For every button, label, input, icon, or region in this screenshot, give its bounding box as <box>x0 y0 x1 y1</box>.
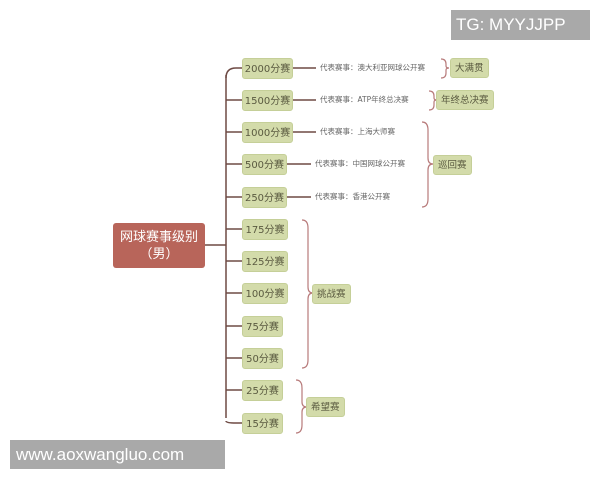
level-node-100[interactable]: 100分赛 <box>242 283 288 304</box>
level-node-500[interactable]: 500分赛 <box>242 154 287 175</box>
level-node-15[interactable]: 15分赛 <box>242 413 283 434</box>
root-node[interactable]: 网球赛事级别 （男） <box>113 223 205 268</box>
desc-1000: 代表赛事：上海大师赛 <box>320 127 395 136</box>
level-node-50[interactable]: 50分赛 <box>242 348 283 369</box>
watermark-top: TG: MYYJJPP <box>451 10 590 40</box>
root-label-line2: （男） <box>139 246 179 262</box>
desc-500: 代表赛事：中国网球公开赛 <box>315 159 405 168</box>
category-grand-slam[interactable]: 大满贯 <box>450 58 489 78</box>
level-node-125[interactable]: 125分赛 <box>242 251 288 272</box>
level-node-2000[interactable]: 2000分赛 <box>242 58 293 79</box>
level-node-1000[interactable]: 1000分赛 <box>242 122 293 143</box>
category-finals[interactable]: 年终总决赛 <box>436 90 494 110</box>
desc-2000: 代表赛事：澳大利亚网球公开赛 <box>320 63 425 72</box>
watermark-bottom: www.aoxwangluo.com <box>10 440 225 469</box>
desc-1500: 代表赛事：ATP年终总决赛 <box>320 95 409 104</box>
level-node-1500[interactable]: 1500分赛 <box>242 90 293 111</box>
level-node-75[interactable]: 75分赛 <box>242 316 283 337</box>
level-node-25[interactable]: 25分赛 <box>242 380 283 401</box>
desc-250: 代表赛事：香港公开赛 <box>315 192 390 201</box>
level-node-250[interactable]: 250分赛 <box>242 187 287 208</box>
root-label-line1: 网球赛事级别 <box>119 229 198 245</box>
level-node-175[interactable]: 175分赛 <box>242 219 288 240</box>
category-tour[interactable]: 巡回赛 <box>433 155 472 175</box>
category-futures[interactable]: 希望赛 <box>306 397 345 417</box>
category-challenger[interactable]: 挑战赛 <box>312 284 351 304</box>
